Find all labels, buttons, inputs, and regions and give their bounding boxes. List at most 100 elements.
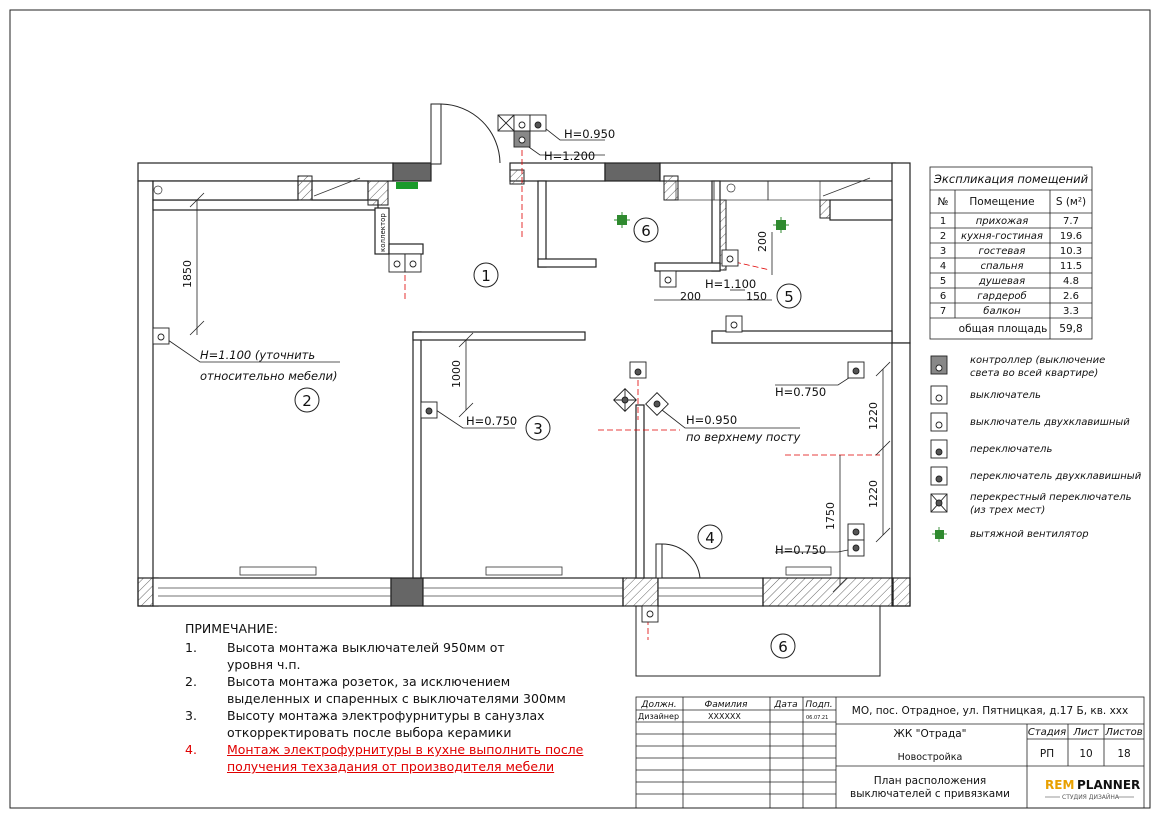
note-text: Монтаж электрофурнитуры в кухне выполнит… [227,742,584,757]
height-label-0950-post: H=0.950 [686,413,737,427]
height-label-1100-line1: H=1.100 (уточнить [200,348,315,362]
title-block [635,696,1145,809]
dim-1750: 1750 [824,502,837,530]
explication-cell-n: 2 [940,231,946,242]
notes-heading: ПРИМЕЧАНИЕ: [185,621,278,636]
explication-cell-name: спальня [980,261,1023,272]
collector-label: коллектор [379,213,387,252]
cross-switch-icon [613,388,637,412]
exhaust-fan-icon [932,527,947,542]
double-toggle-switch-icon [629,361,647,379]
double-switch-icon [725,315,743,333]
stamp-header-sign: Подп. [805,700,832,710]
stamp-stage-header: Стадия [1028,727,1066,738]
explication-cell-s: 19.6 [1060,231,1082,242]
height-label-1100-line2: относительно мебели) [200,369,337,383]
dim-1850: 1850 [181,260,194,288]
note-line: уровня ч.п. [185,656,605,673]
height-label-0750-right1: H=0.750 [775,385,826,399]
toggle-switch-icon [930,439,948,459]
explication-table [929,166,1093,340]
note-line: 2.Высота монтажа розеток, за исключением [185,673,605,690]
dim-200-vertical: 200 [756,231,769,252]
note-text: Высоту монтажа электрофурнитуры в санузл… [227,708,545,723]
explication-cell-n: 1 [940,216,946,227]
legend-label-switch: выключатель [970,390,1041,401]
height-label-0750-room3: H=0.750 [466,414,517,428]
legend-label-double-switch: выключатель двухклавишный [970,417,1130,428]
double-toggle-switch-icon [847,361,865,379]
radiators [239,566,832,576]
explication-cell-s: 10.3 [1060,246,1082,257]
note-line: 1.Высота монтажа выключателей 950мм от [185,639,605,656]
explication-cell-n: 5 [940,276,946,287]
explication-cell-name: балкон [983,305,1021,317]
note-text: уровня ч.п. [227,657,301,672]
explication-cell-s: 3.3 [1063,306,1079,317]
height-label-1200: H=1.200 [544,149,595,163]
explication-cell-name: гардероб [977,290,1026,302]
dim-1220-upper: 1220 [867,402,880,430]
room-circles [294,217,802,659]
note-line: откорректировать после выбора керамики [185,724,605,741]
explication-title: Экспликация помещений [933,172,1089,186]
stamp-row-date: 06.07.21 [806,715,828,721]
explication-col-num: № [938,196,949,208]
double-toggle-switch-icon [847,523,865,557]
double-switch-icon [930,412,948,432]
stamp-title-1: План расположения [874,775,986,787]
room-number-3: 3 [533,420,543,438]
controller-icon [930,355,948,375]
note-text: откорректировать после выбора керамики [227,725,512,740]
explication-cell-s: 11.5 [1060,261,1082,272]
double-toggle-switch-icon [529,114,547,132]
note-number [185,724,227,741]
explication-cell-name: кухня-гостиная [961,231,1043,242]
room-number-5: 5 [784,288,794,306]
room-number-4: 4 [705,529,715,547]
double-switch-icon [152,327,170,345]
switch-icon [641,605,659,623]
note-text: получения техзадания от производителя ме… [227,759,555,774]
room-number-6: 6 [641,222,651,240]
note-number [185,690,227,707]
legend-label-fan: вытяжной вентилятор [970,529,1089,540]
note-line: 3. Высоту монтажа электрофурнитуры в сану… [185,707,605,724]
double-toggle-switch-icon [645,392,669,416]
double-toggle-switch-icon [930,466,948,486]
legend-label-cross-2: (из трех мест) [970,505,1045,516]
stamp-sheet: 10 [1079,748,1092,760]
exhaust-fans [614,212,789,233]
note-number: 4. [185,742,197,757]
height-label-post-note: по верхнему посту [686,430,800,444]
note-text: Высота монтажа выключателей 950мм от [227,640,505,655]
dimensions [189,192,891,593]
explication-cell-name: гостевая [979,246,1026,257]
cross-switch-icon [497,114,515,132]
note-text: выделенных и спаренных с выключателями 3… [227,691,566,706]
windows [158,587,763,597]
stamp-complex: ЖК "Отрада" [894,728,967,740]
switch-icon [930,385,948,405]
sheet-frame [9,9,1151,809]
explication-cell-n: 7 [940,306,946,317]
note-number: 2. [185,674,197,689]
explication-col-area: S (м²) [1056,196,1086,208]
dim-200-horizontal: 200 [680,290,701,303]
note-number: 3. [185,708,197,723]
stamp-address: МО, пос. Отрадное, ул. Пятницкая, д.17 Б… [852,705,1128,717]
legend-label-toggle: переключатель [970,444,1052,455]
controller-icon [513,130,531,148]
explication-cell-n: 4 [940,261,946,272]
explication-cell-name: прихожая [976,216,1029,227]
stamp-row-name: XXXXXX [708,712,741,721]
cross-switch-icon [930,493,948,513]
room-number-1: 1 [481,267,491,285]
notes-block: ПРИМЕЧАНИЕ: 1.Высота монтажа выключателе… [185,620,605,775]
balcony [635,605,881,677]
bedroom-door [655,543,701,579]
stamp-sheets: 18 [1117,748,1130,760]
note-line: 4. Монтаж электрофурнитуры в кухне выполн… [185,741,605,758]
